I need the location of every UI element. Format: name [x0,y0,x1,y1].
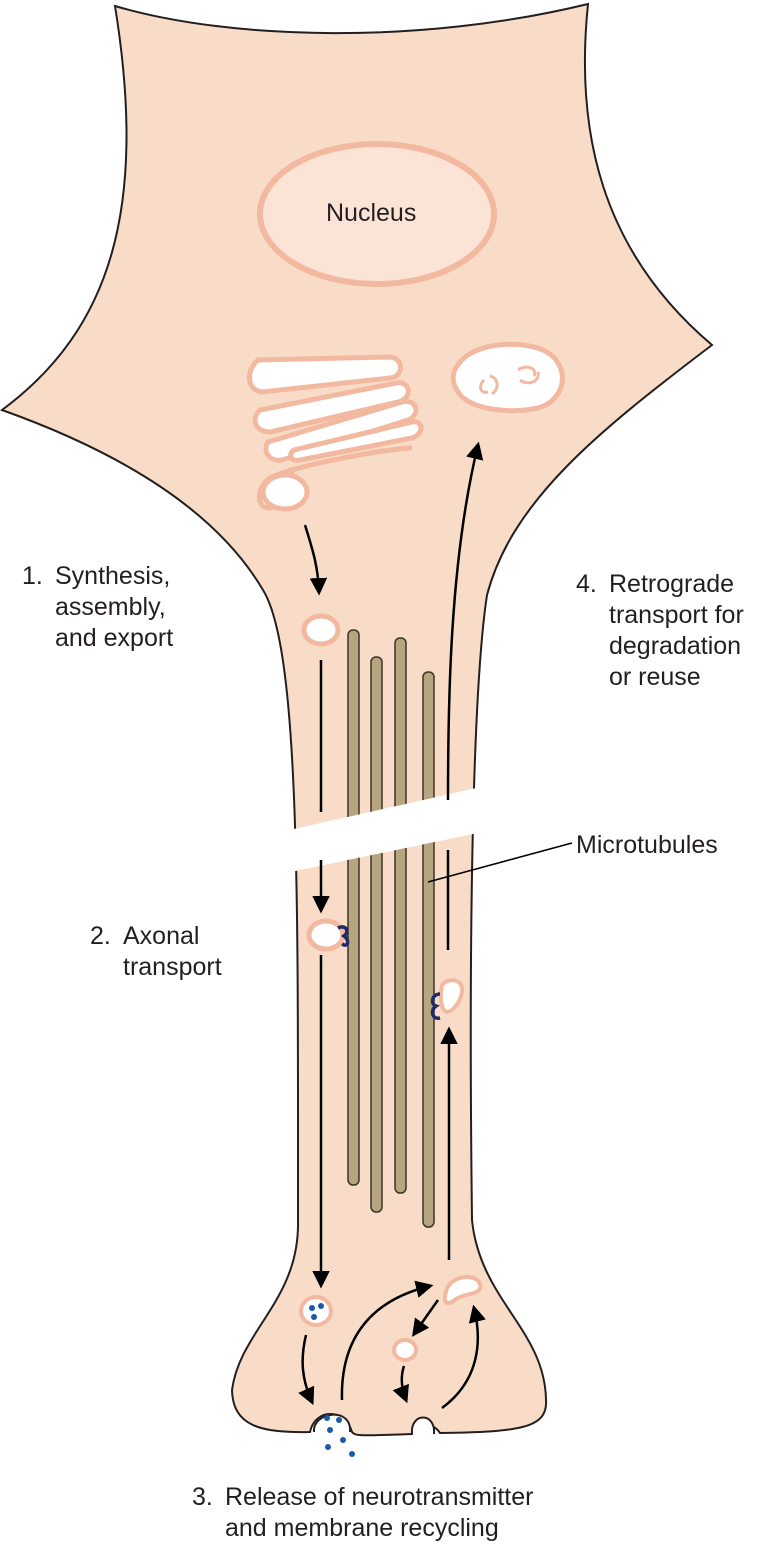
neurotransmitter-dot [311,1314,317,1320]
nucleus-label: Nucleus [326,199,417,227]
endocytic-pit [410,1416,436,1435]
neurotransmitter-dot [318,1303,324,1309]
golgi-apparatus [247,354,424,512]
step3-line: and membrane recycling [225,1514,499,1542]
neurotransmitter-dot [349,1451,355,1457]
synaptic-vesicle [299,1295,333,1327]
export-arrow [303,524,328,596]
microtubules-label: Microtubules [576,831,718,859]
lysosome [450,341,565,414]
arrow-vesicle-to-membrane [392,1365,409,1404]
arrow-pit-to-endosome [441,1304,486,1410]
step3-line: Release of neurotransmitter [225,1483,534,1511]
terminal-endosome [442,1275,483,1305]
step4-line: or reuse [609,663,701,691]
step3-number: 3. [192,1483,213,1511]
neurotransmitter-dot [324,1415,330,1421]
arrow-to-release [298,1334,315,1406]
retrograde-vesicle [438,978,465,1015]
neurotransmitter-dot [340,1437,346,1443]
neurotransmitter-dot [336,1417,342,1423]
dynein-motor [430,992,441,1020]
step4-line: Retrograde [609,570,735,598]
kinesin-motor [337,925,350,947]
recycled-vesicle [392,1338,418,1362]
neurotransmitter-dot [327,1427,333,1433]
moving-vesicle [306,918,346,952]
neurotransmitter-dot [325,1444,331,1450]
arrow-endosome-to-vesicle [411,1299,440,1337]
axon-break-overlay [290,785,492,872]
microtubules-leader [427,842,573,883]
step2-line: transport [123,953,222,981]
step1-label: 1. Synthesis, assembly, and export [22,561,173,654]
step2-line: Axonal [123,922,200,950]
step2-label: 2. Axonal transport [90,921,222,983]
step4-number: 4. [576,570,597,598]
step4-label: 4. Retrograde transport for degradation … [576,569,744,693]
retrograde-arrow-upper [446,441,484,801]
step1-line: and export [55,624,174,652]
neurotransmitter-dot [309,1305,315,1311]
step4-line: transport for [609,601,744,629]
step2-number: 2. [90,922,111,950]
arrow-release-to-endosome [340,1280,434,1401]
transport-vesicle [301,613,341,647]
step3-label: 3. Release of neurotransmitter and membr… [192,1482,533,1544]
step1-line: Synthesis, [55,562,171,590]
nucleus [257,141,497,287]
step4-line: degradation [609,632,742,660]
step1-line: assembly, [55,593,166,621]
step1-number: 1. [22,562,43,590]
